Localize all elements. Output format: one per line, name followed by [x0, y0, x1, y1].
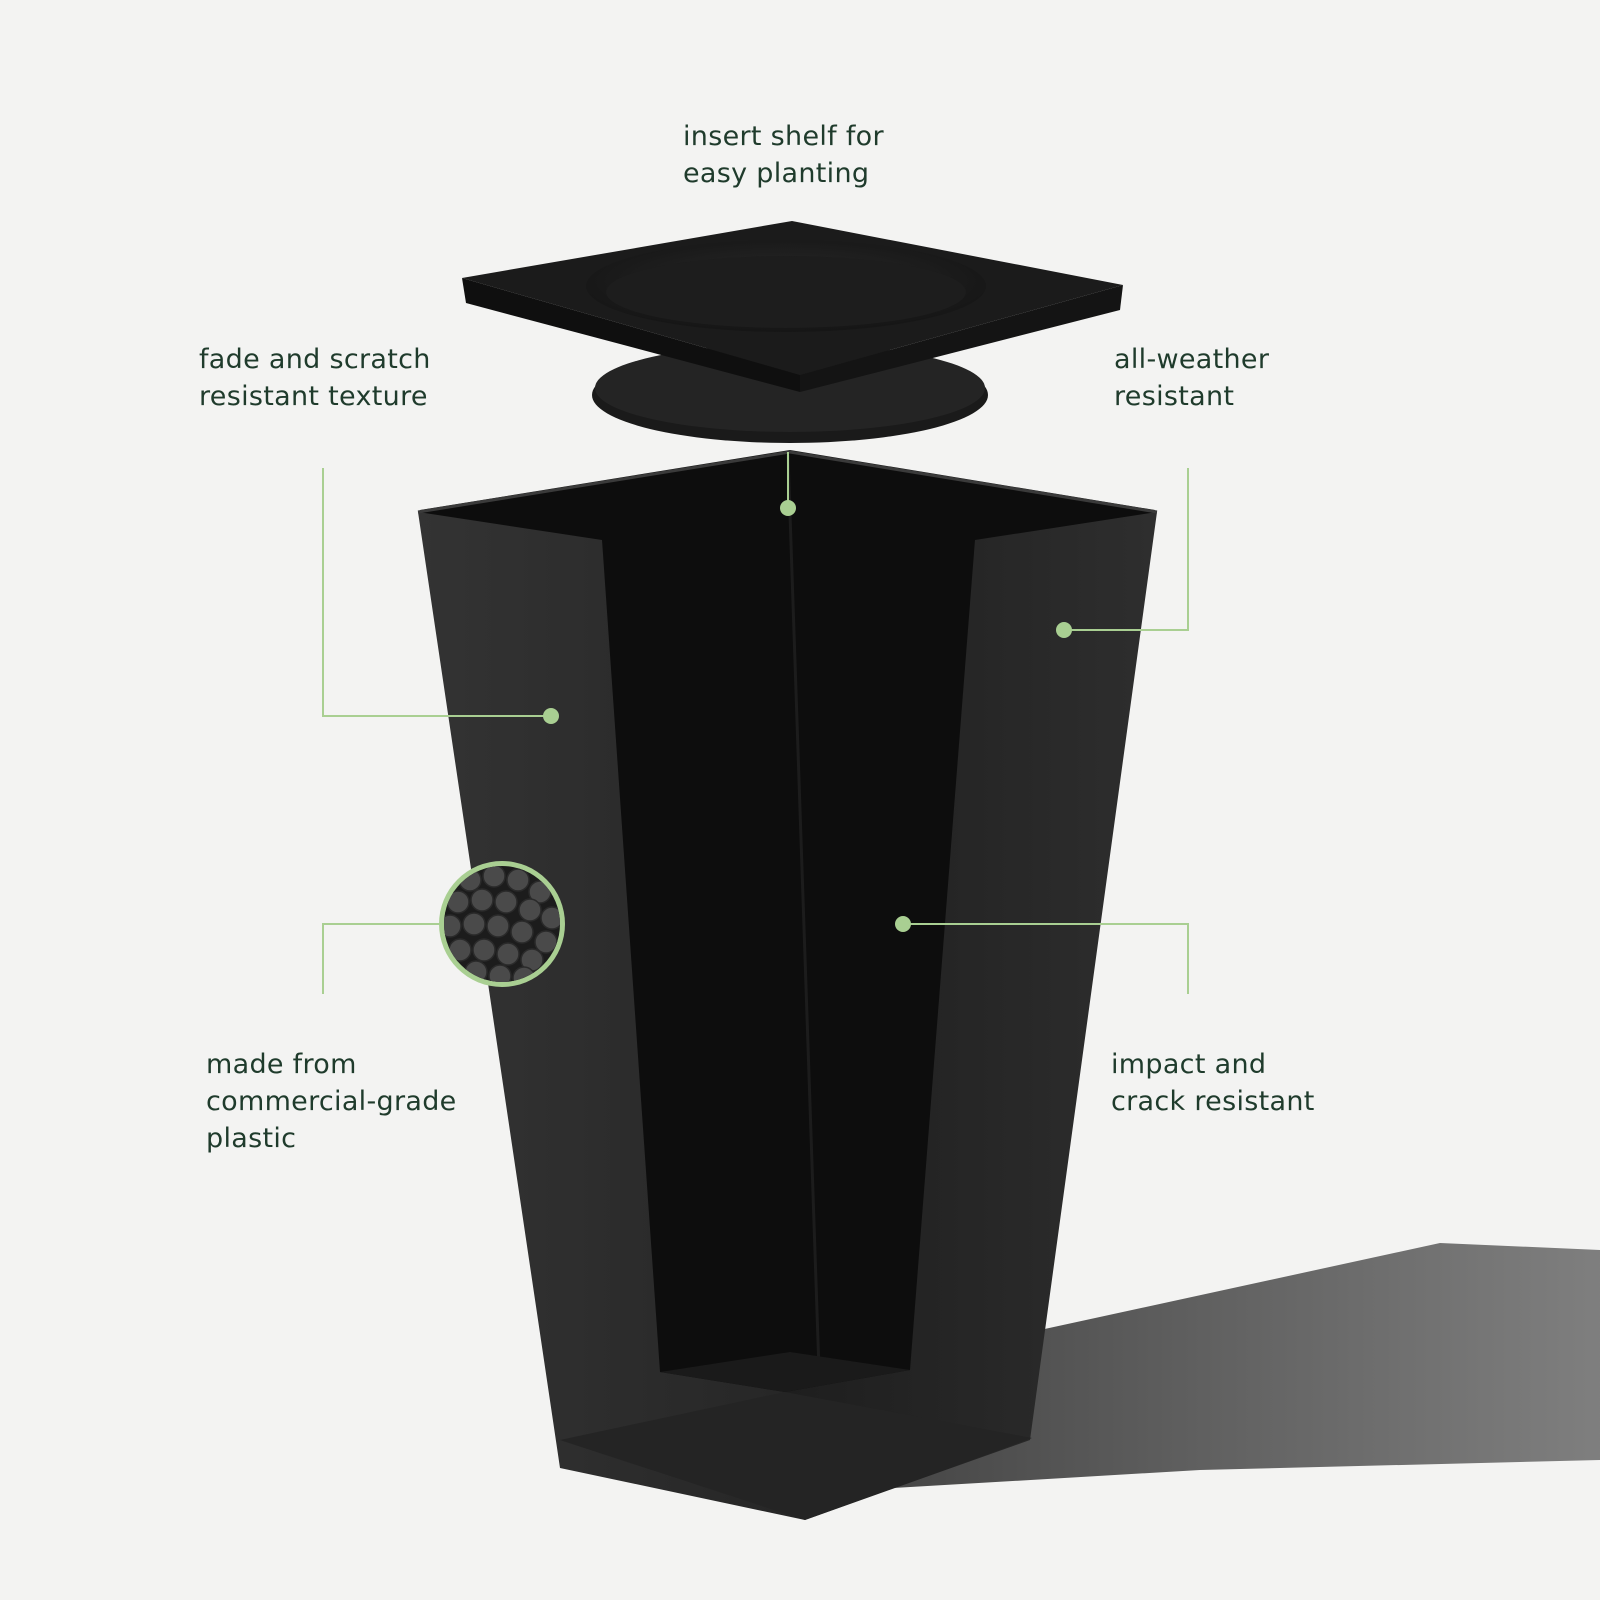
- planter-right-wall: [785, 512, 1157, 1520]
- label-insert-shelf: insert shelf for easy planting: [683, 118, 884, 192]
- label-line: resistant texture: [199, 381, 428, 412]
- dot-marker-icon: [543, 708, 559, 724]
- insert-shelf-icon: [462, 221, 1123, 443]
- label-all-weather: all-weather resistant: [1114, 341, 1269, 415]
- dot-marker-icon: [895, 916, 911, 932]
- plastic-pellets-icon: [439, 861, 565, 987]
- label-line: insert shelf for: [683, 121, 884, 152]
- callout-lines: [322, 452, 1189, 994]
- label-line: fade and scratch: [199, 344, 431, 375]
- label-impact-crack: impact and crack resistant: [1111, 1046, 1315, 1120]
- label-commercial-plastic: made from commercial-grade plastic: [206, 1046, 457, 1157]
- planter-base: [560, 1392, 1032, 1520]
- callout-markers: [543, 500, 1072, 932]
- label-line: crack resistant: [1111, 1086, 1315, 1117]
- floor-shadow: [860, 1243, 1600, 1490]
- label-fade-scratch: fade and scratch resistant texture: [199, 341, 431, 415]
- planter-left-wall: [418, 512, 805, 1520]
- label-line: resistant: [1114, 381, 1235, 412]
- label-line: easy planting: [683, 158, 870, 189]
- label-line: impact and: [1111, 1049, 1267, 1080]
- planter-icon: [417, 450, 1158, 1520]
- label-line: commercial-grade: [206, 1086, 457, 1117]
- dot-marker-icon: [780, 500, 796, 516]
- dot-marker-icon: [1056, 622, 1072, 638]
- label-line: plastic: [206, 1123, 297, 1154]
- label-line: all-weather: [1114, 344, 1270, 375]
- label-line: made from: [206, 1049, 357, 1080]
